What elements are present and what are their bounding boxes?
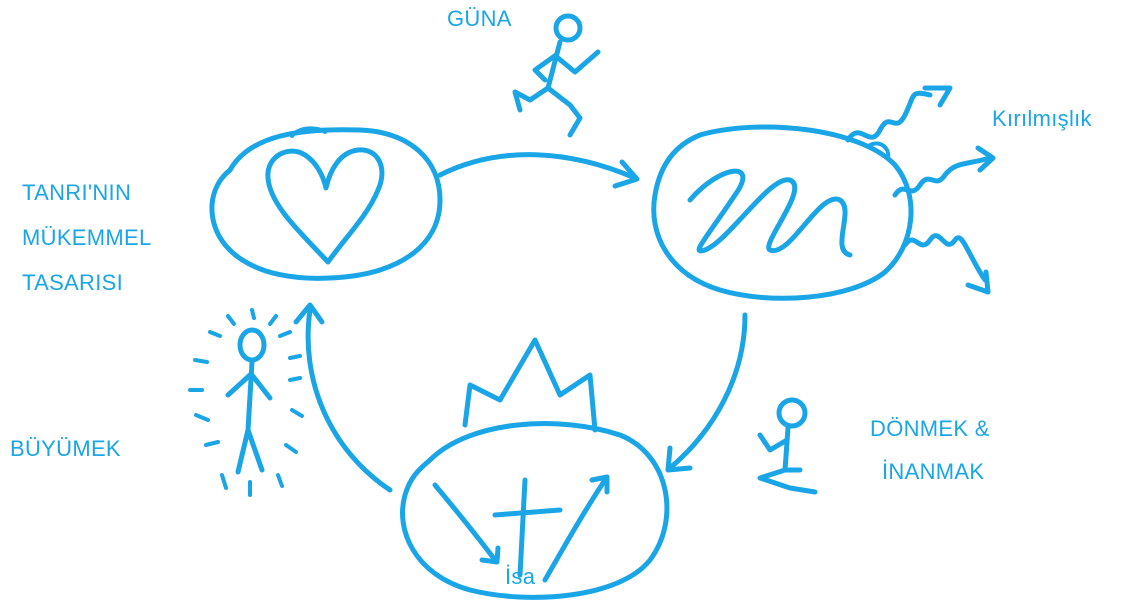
arrow-to-jesus <box>665 312 748 473</box>
cross-icon <box>492 477 563 578</box>
label-brokenness: Kırılmışlık <box>992 106 1092 131</box>
scribble-icon <box>687 168 853 258</box>
label-repent-line2: İNANMAK <box>882 459 985 484</box>
jesus-circle <box>400 337 670 600</box>
label-growing: BÜYÜMEK <box>10 436 121 461</box>
label-design-line1: TANRI'NIN <box>22 180 132 205</box>
design-circle <box>209 126 443 281</box>
crown-icon <box>462 337 598 433</box>
radiant-figure-icon <box>188 308 304 497</box>
brokenness-circle <box>651 124 914 301</box>
arrow-to-brokenness <box>437 152 640 189</box>
label-to-sin: GÜNA <box>447 6 512 31</box>
label-design-line2: MÜKEMMEL <box>22 225 152 250</box>
brokenness-squiggles <box>845 85 996 295</box>
radiance-rays <box>188 308 304 497</box>
kneeling-figure-icon <box>757 397 818 495</box>
running-figure-icon <box>512 13 601 138</box>
arrow-to-design <box>293 302 393 493</box>
label-jesus: İsa <box>505 564 536 589</box>
label-repent-line1: DÖNMEK & <box>870 416 990 441</box>
heart-icon <box>265 147 385 265</box>
label-design-line3: TASARISI <box>22 270 124 295</box>
